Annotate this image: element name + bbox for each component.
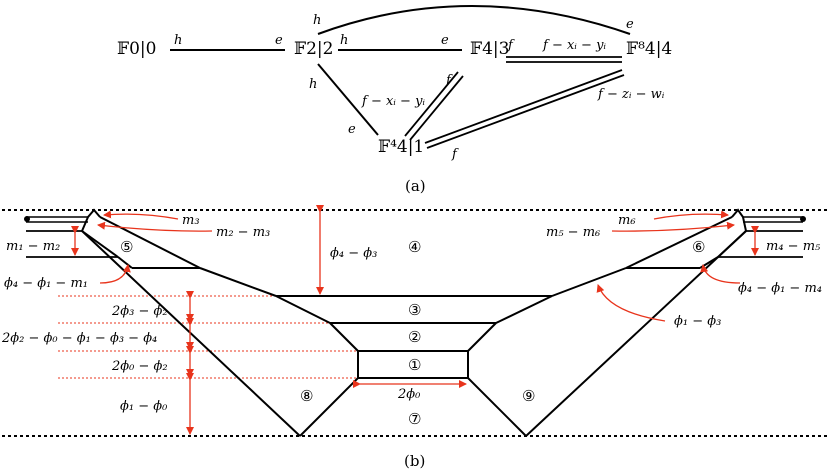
label-2phi0: 2ϕ₀ (397, 387, 421, 402)
label-m5m6: m₅ − m₆ (546, 225, 600, 240)
label-m6: m₆ (618, 213, 636, 228)
region-6: ⑥ (692, 238, 705, 256)
edge-label-f1: f (507, 38, 515, 53)
edge-f43-f44-b (409, 75, 464, 141)
region-9: ⑨ (522, 387, 535, 405)
region-8: ⑧ (300, 387, 313, 405)
caption-a: (a) (405, 177, 426, 195)
edge-label-e-top: e (626, 17, 634, 32)
edge-f2-f48-arc (317, 5, 631, 35)
polytope-edges (81, 208, 747, 437)
edge-label-fxy2: f − xᵢ − yᵢ (542, 38, 606, 53)
region-5: ⑤ (120, 238, 133, 256)
label-phi1phi0: ϕ₁ − ϕ₀ (120, 399, 168, 414)
left-legs (24, 216, 118, 258)
label-2phi0phi2: 2ϕ₀ − ϕ₂ (111, 359, 168, 374)
edge-label-e2: e (441, 33, 449, 48)
label-m2m3: m₂ − m₃ (216, 225, 270, 240)
edge-label-h-top: h (313, 13, 321, 28)
label-2phi3phi2: 2ϕ₃ − ϕ₂ (111, 304, 168, 319)
red-guides (58, 295, 358, 379)
label-long: 2ϕ₂ − ϕ₀ − ϕ₁ − ϕ₃ − ϕ₄ (1, 331, 157, 346)
edge-label-h1: h (174, 33, 182, 48)
edge-label-fzw: f − zᵢ − wᵢ (597, 87, 665, 102)
region-2: ② (408, 328, 421, 346)
label-phi1phi3: ϕ₁ − ϕ₃ (674, 314, 721, 329)
label-m3: m₃ (182, 213, 200, 228)
edge-f48-f44-a (424, 69, 623, 144)
label-m1m2: m₁ − m₂ (6, 239, 60, 254)
panel-a: 𝔽0|0 𝔽2|2 𝔽4|3 𝔽⁸4|4 𝔽⁴4|1 h e h e h e h… (117, 5, 672, 195)
edge-f43-f44-a (404, 71, 459, 137)
edge-label-f3: f (451, 147, 459, 162)
region-7: ⑦ (408, 410, 421, 428)
edge-f48-f44-b (426, 74, 625, 149)
node-f0: 𝔽0|0 (117, 39, 156, 59)
node-f4-3: 𝔽4|3 (470, 39, 509, 59)
region-4: ④ (408, 238, 421, 256)
edge-label-fxy1: f − xᵢ − yᵢ (361, 94, 425, 109)
edge-label-f2: f (445, 73, 453, 88)
region-1: ① (408, 356, 421, 374)
node-f2: 𝔽2|2 (294, 39, 333, 59)
edge-label-e3: e (348, 122, 356, 137)
node-f4-8: 𝔽⁸4|4 (626, 39, 672, 59)
edge-label-e1: e (275, 33, 283, 48)
edge-label-h3: h (309, 77, 317, 92)
node-f4-4: 𝔽⁴4|1 (378, 137, 424, 157)
label-m4m5: m₄ − m₅ (766, 239, 821, 254)
edge-f2-f44 (317, 63, 379, 136)
red-arrows (71, 205, 759, 435)
label-phi4phi1m4: ϕ₄ − ϕ₁ − m₄ (738, 281, 822, 296)
panel-b: ④ ⑤ ⑥ ③ ② ① ⑦ ⑧ ⑨ m₃ m₂ − m₃ m₁ − m₂ ϕ₄ … (1, 205, 829, 470)
edge-label-h2: h (340, 33, 348, 48)
caption-b: (b) (404, 452, 425, 470)
label-phi4phi3: ϕ₄ − ϕ₃ (330, 246, 377, 261)
label-phi4phi1m1: ϕ₄ − ϕ₁ − m₁ (4, 276, 88, 291)
region-3: ③ (408, 301, 421, 319)
